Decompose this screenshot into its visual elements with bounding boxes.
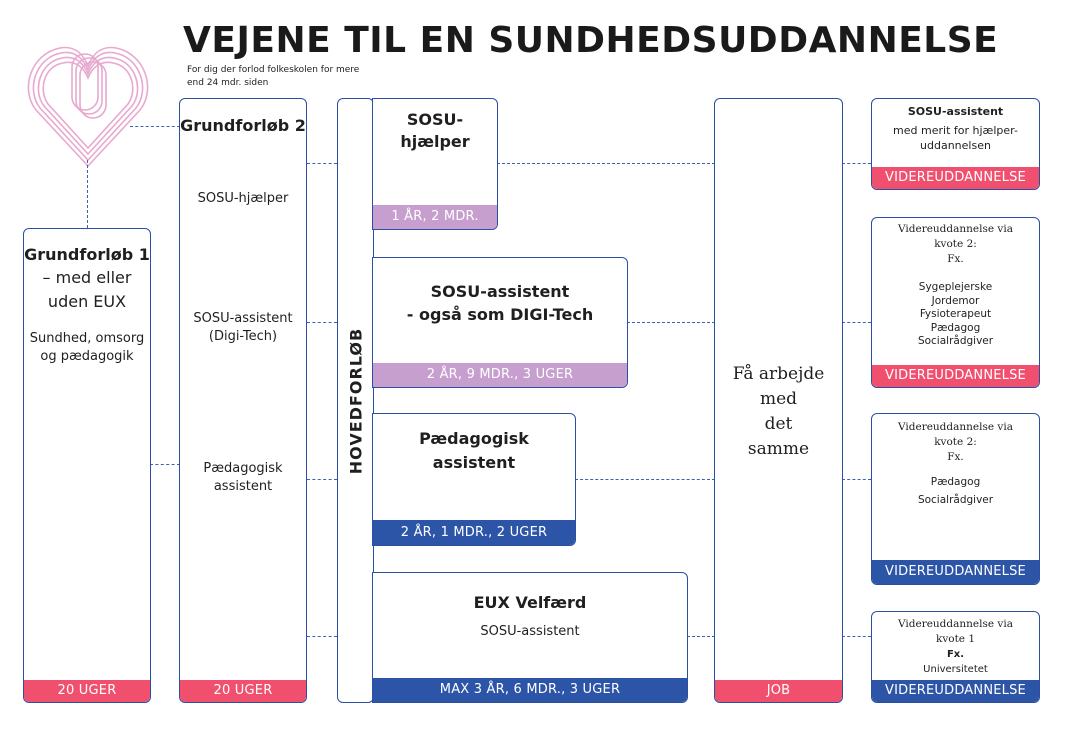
connector-line xyxy=(842,479,871,480)
duration-bar: MAX 3 ÅR, 6 MDR., 3 UGER xyxy=(373,678,687,702)
further-education-box: Videreuddannelse via kvote 1 Fx. Univers… xyxy=(871,611,1040,703)
job-box: Få arbejde med det samme JOB xyxy=(714,98,843,703)
page-subtitle: For dig der forlod folkeskolen for mere … xyxy=(187,64,359,90)
grundforloeb2-box: Grundforløb 2 SOSU-hjælper SOSU-assisten… xyxy=(179,98,307,703)
further-list: Pædagog Socialrådgiver xyxy=(872,473,1039,509)
grundforloeb2-option: SOSU-assistent (Digi-Tech) xyxy=(180,310,306,346)
further-heading-line: Fx. xyxy=(946,649,965,660)
grundforloeb1-desc: Sundhed, omsorg xyxy=(29,331,145,346)
further-line: Jordemor xyxy=(931,294,980,307)
further-heading: Videreuddannelse via kvote 2: Fx. xyxy=(872,222,1039,267)
heart-logo-icon xyxy=(27,46,149,168)
further-line: Sygeplejerske xyxy=(918,281,993,293)
education-title: Pædagogisk xyxy=(419,429,529,448)
further-education-box: SOSU-assistent med merit for hjælper- ud… xyxy=(871,98,1040,190)
grundforloeb1-title: Grundforløb 1 xyxy=(24,245,150,264)
education-title: - også som DIGI-Tech xyxy=(406,305,594,324)
education-box-sosu-hjaelper: SOSU- hjælper 1 ÅR, 2 MDR. xyxy=(372,98,498,230)
further-heading-line: Fx. xyxy=(947,253,964,265)
subtitle-line: For dig der forlod folkeskolen for mere xyxy=(187,65,360,75)
further-education-bar: VIDEREUDDANNELSE xyxy=(872,680,1039,702)
connector-line xyxy=(497,163,715,164)
page-title: VEJENE TIL EN SUNDHEDSUDDANNELSE xyxy=(183,20,999,61)
further-heading-line: Videreuddannelse via xyxy=(898,421,1013,433)
grundforloeb2-option: Pædagogisk assistent xyxy=(180,460,306,496)
education-box-eux-velfaerd: EUX Velfærd SOSU-assistent MAX 3 ÅR, 6 M… xyxy=(372,572,688,703)
grundforloeb1-line: – med eller xyxy=(42,268,132,287)
further-heading: Videreuddannelse via kvote 1 Fx. Univers… xyxy=(872,617,1039,677)
grundforloeb2-title: Grundforløb 2 xyxy=(180,116,306,135)
option-line: (Digi-Tech) xyxy=(208,329,278,344)
connector-line xyxy=(307,636,337,637)
job-text-line: det xyxy=(764,414,793,434)
option-line: assistent xyxy=(213,479,273,494)
grundforloeb1-desc: og pædagogik xyxy=(40,349,134,364)
grundforloeb1-box: Grundforløb 1 – med eller uden EUX Sundh… xyxy=(23,228,151,703)
further-list: Sygeplejerske Jordemor Fysioterapeut Pæd… xyxy=(872,281,1039,349)
job-text-line: Få arbejde med xyxy=(732,364,825,409)
connector-line xyxy=(575,479,715,480)
education-title: assistent xyxy=(432,453,516,472)
connector-line xyxy=(307,479,337,480)
further-line: Pædagog xyxy=(930,476,981,488)
duration-bar: 2 ÅR, 9 MDR., 3 UGER xyxy=(373,363,627,387)
further-heading: SOSU-assistent xyxy=(907,105,1004,118)
connector-line xyxy=(307,322,337,323)
option-line: Pædagogisk xyxy=(203,461,283,476)
duration-bar: 20 UGER xyxy=(24,680,150,702)
further-heading: Videreuddannelse via kvote 2: Fx. xyxy=(872,420,1039,465)
further-heading-line: Videreuddannelse via xyxy=(898,618,1013,630)
further-line: Fysioterapeut xyxy=(919,308,992,320)
connector-line xyxy=(842,163,871,164)
education-title: hjælper xyxy=(400,132,470,151)
education-box-paedagogisk-assistent: Pædagogisk assistent 2 ÅR, 1 MDR., 2 UGE… xyxy=(372,413,576,546)
connector-line xyxy=(87,160,88,228)
job-text: Få arbejde med det samme xyxy=(715,362,842,462)
further-education-bar: VIDEREUDDANNELSE xyxy=(872,167,1039,189)
option-line: SOSU-assistent xyxy=(193,311,293,326)
further-heading-line: kvote 1 xyxy=(935,633,976,645)
further-line: med merit for hjælper- xyxy=(893,124,1018,137)
job-bar: JOB xyxy=(715,680,842,702)
further-line: Socialrådgiver xyxy=(917,494,994,506)
further-education-bar: VIDEREUDDANNELSE xyxy=(872,365,1039,387)
connector-line xyxy=(842,636,871,637)
further-line: uddannelsen xyxy=(920,139,991,152)
job-text-line: samme xyxy=(747,439,810,459)
education-title: EUX Velfærd xyxy=(473,593,587,612)
duration-bar: 2 ÅR, 1 MDR., 2 UGER xyxy=(373,520,575,545)
further-line: Socialrådgiver xyxy=(917,335,994,347)
education-subtitle: SOSU-assistent xyxy=(480,624,580,639)
connector-line xyxy=(627,322,715,323)
further-heading-line: Videreuddannelse via xyxy=(898,223,1013,235)
education-box-sosu-assistent: SOSU-assistent - også som DIGI-Tech 2 ÅR… xyxy=(372,257,628,388)
duration-bar: 1 ÅR, 2 MDR. xyxy=(373,205,497,229)
grundforloeb1-line: uden EUX xyxy=(47,292,127,311)
connector-line xyxy=(150,464,180,465)
education-title: SOSU-assistent xyxy=(430,282,570,301)
further-education-bar: VIDEREUDDANNELSE xyxy=(872,560,1039,584)
connector-line xyxy=(130,126,180,127)
further-line: Pædagog xyxy=(930,321,981,334)
further-heading-line: Universitetet xyxy=(923,664,988,675)
grundforloeb2-option: SOSU-hjælper xyxy=(197,191,289,206)
further-education-box: Videreuddannelse via kvote 2: Fx. Pædago… xyxy=(871,413,1040,585)
further-heading-line: kvote 2: xyxy=(934,238,977,250)
duration-bar: 20 UGER xyxy=(180,680,306,702)
further-heading-line: kvote 2: xyxy=(934,436,977,448)
connector-line xyxy=(842,322,871,323)
subtitle-line: end 24 mdr. siden xyxy=(187,78,269,88)
education-title: SOSU- xyxy=(406,110,464,129)
connector-line xyxy=(307,163,337,164)
hovedforloeb-box: HOVEDFORLØB xyxy=(337,98,374,703)
hovedforloeb-label: HOVEDFORLØB xyxy=(346,327,365,474)
further-education-box: Videreuddannelse via kvote 2: Fx. Sygepl… xyxy=(871,217,1040,388)
further-heading-line: Fx. xyxy=(947,451,964,463)
connector-line xyxy=(687,636,715,637)
